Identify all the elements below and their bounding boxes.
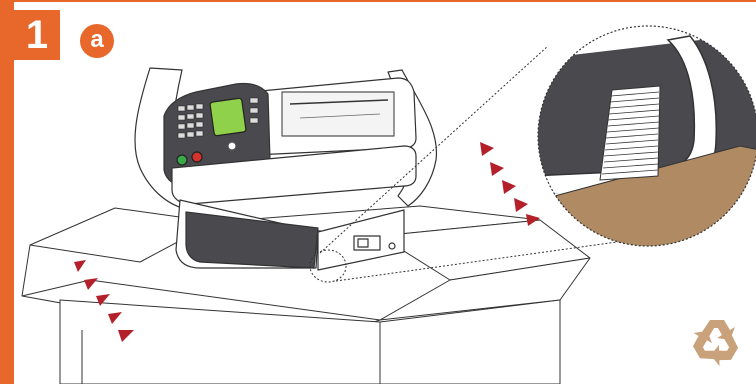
recycle-icon [687,320,744,369]
port-inner [358,239,368,247]
box-edge [22,245,30,296]
port-led [389,243,395,249]
sub-step-badge: a [80,24,114,58]
box-side-left [60,300,380,384]
arrow-down-icon [502,180,516,194]
arrow-down-icon [480,142,494,156]
arrows-right [480,142,540,226]
arrow-down-icon [74,260,86,272]
red-button [192,152,202,162]
green-button [177,155,187,165]
lcd-display [210,98,246,136]
arrow-down-icon [490,162,504,176]
power-icon [228,142,236,150]
printer [164,78,416,270]
step-number: 1 [14,10,60,60]
arrow-down-icon [514,198,528,212]
zoom-detail [530,20,756,260]
